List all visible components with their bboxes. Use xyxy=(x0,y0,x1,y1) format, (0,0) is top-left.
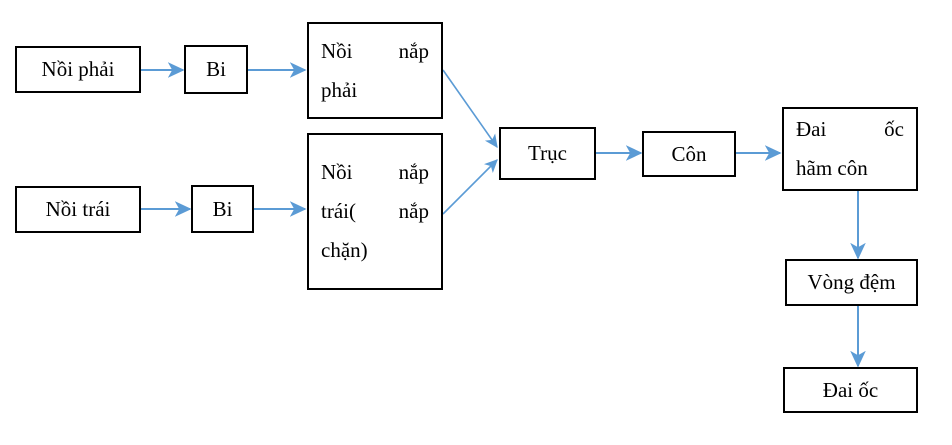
node-noi-trai-label: Nồi trái xyxy=(45,197,111,221)
node-noi-nap-phai-line-1: Nồi nắp xyxy=(309,38,441,63)
node-noi-nap-phai-word-3: phải xyxy=(321,77,358,102)
node-dai-oc-label: Đai ốc xyxy=(822,377,879,402)
node-noi-phai-label: Nồi phải xyxy=(41,57,115,81)
node-noi-nap-trai-word-3: trái( xyxy=(321,199,356,223)
node-con[interactable]: Côn xyxy=(642,131,736,177)
node-bi-top-label: Bi xyxy=(206,57,226,81)
node-noi-nap-trai-word-2: nắp xyxy=(398,160,429,184)
node-truc-label: Trục xyxy=(528,141,567,165)
node-noi-nap-phai[interactable]: Nồi nắp phải xyxy=(307,22,443,119)
node-noi-nap-phai-word-2: nắp xyxy=(398,38,429,63)
node-dai-oc-ham-con-word-1: Đai xyxy=(796,117,827,141)
node-noi-nap-trai-word-4: nắp xyxy=(398,199,429,223)
node-noi-nap-trai-line-1: Nồi nắp xyxy=(309,162,441,183)
node-noi-nap-trai-word-1: Nồi xyxy=(321,160,353,184)
node-noi-nap-trai-word-5: chặn) xyxy=(321,238,368,262)
edge-noi-nap-phai-to-truc xyxy=(442,69,498,149)
node-noi-nap-phai-line-2: phải xyxy=(309,77,441,102)
node-noi-trai[interactable]: Nồi trái xyxy=(15,186,141,233)
node-vong-dem-label: Vòng đệm xyxy=(807,270,896,294)
node-noi-phai[interactable]: Nồi phải xyxy=(15,46,141,93)
node-truc[interactable]: Trục xyxy=(499,127,596,180)
node-dai-oc-ham-con-line-1: Đai ốc xyxy=(784,119,916,140)
node-noi-nap-phai-word-1: Nồi xyxy=(321,38,353,63)
node-noi-nap-trai-line-2: trái( nắp xyxy=(309,201,441,222)
node-bi-bottom[interactable]: Bi xyxy=(191,185,254,233)
node-dai-oc-ham-con-word-3: hãm côn xyxy=(796,156,868,180)
node-noi-nap-trai[interactable]: Nồi nắp trái( nắp chặn) xyxy=(307,133,443,290)
node-dai-oc-ham-con[interactable]: Đai ốc hãm côn xyxy=(782,107,918,191)
node-con-label: Côn xyxy=(671,141,707,166)
node-dai-oc[interactable]: Đai ốc xyxy=(783,367,918,413)
node-dai-oc-ham-con-line-2: hãm côn xyxy=(784,158,916,179)
node-bi-top[interactable]: Bi xyxy=(184,45,248,94)
node-noi-nap-trai-line-3: chặn) xyxy=(309,240,441,261)
edge-noi-nap-trai-to-truc xyxy=(442,159,498,215)
node-bi-bottom-label: Bi xyxy=(212,196,233,221)
node-dai-oc-ham-con-word-2: ốc xyxy=(884,117,904,141)
node-vong-dem[interactable]: Vòng đệm xyxy=(785,259,918,306)
